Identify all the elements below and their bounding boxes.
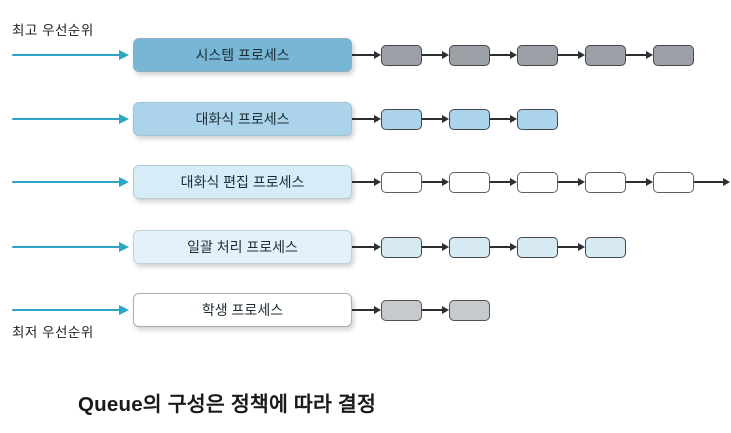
flow-arrow-icon — [490, 242, 517, 252]
queue-label: 시스템 프로세스 — [195, 47, 290, 63]
queue-node — [449, 236, 490, 258]
queue-row: 시스템 프로세스 — [0, 38, 731, 72]
queue-chain — [352, 38, 694, 72]
queue-label-box: 대화식 프로세스 — [133, 102, 352, 136]
queue-node — [653, 44, 694, 66]
flow-arrow-icon — [352, 50, 381, 60]
queue-node — [585, 171, 626, 193]
flow-arrow-icon — [352, 114, 381, 124]
queue-node — [381, 44, 422, 66]
queue-node — [653, 171, 694, 193]
queue-label-box: 시스템 프로세스 — [133, 38, 352, 72]
queue-chain — [352, 102, 558, 136]
queue-row: 대화식 편집 프로세스 — [0, 165, 731, 199]
flow-arrow-icon — [694, 177, 730, 187]
queue-node — [517, 108, 558, 130]
queue-node — [449, 44, 490, 66]
queue-row: 대화식 프로세스 — [0, 102, 731, 136]
queue-chain — [352, 230, 626, 264]
queue-node — [585, 44, 626, 66]
queue-node — [381, 236, 422, 258]
flow-arrow-icon — [558, 177, 585, 187]
flow-arrow-icon — [422, 177, 449, 187]
queue-node — [381, 299, 422, 321]
flow-arrow-icon — [352, 242, 381, 252]
queue-label: 대화식 프로세스 — [195, 111, 290, 127]
flow-arrow-icon — [558, 242, 585, 252]
flow-arrow-icon — [352, 305, 381, 315]
queue-chain — [352, 165, 730, 199]
priority-arrow-icon — [12, 49, 129, 61]
priority-arrow-icon — [12, 304, 129, 316]
queue-label-box: 일괄 처리 프로세스 — [133, 230, 352, 264]
queue-node — [585, 236, 626, 258]
flow-arrow-icon — [352, 177, 381, 187]
queue-label: 학생 프로세스 — [201, 302, 284, 318]
highest-priority-label: 최고 우선순위 — [12, 23, 94, 38]
queue-node — [381, 108, 422, 130]
queue-node — [381, 171, 422, 193]
priority-arrow-icon — [12, 176, 129, 188]
queue-label: 대화식 편집 프로세스 — [180, 174, 305, 190]
queue-row: 학생 프로세스 — [0, 293, 731, 327]
queue-label-box: 학생 프로세스 — [133, 293, 352, 327]
flow-arrow-icon — [422, 50, 449, 60]
flow-arrow-icon — [490, 114, 517, 124]
queue-node — [449, 171, 490, 193]
queue-node — [517, 236, 558, 258]
flow-arrow-icon — [558, 50, 585, 60]
queue-node — [449, 299, 490, 321]
caption: Queue의 구성은 정책에 따라 결정 — [78, 393, 377, 416]
queue-label-box: 대화식 편집 프로세스 — [133, 165, 352, 199]
queue-node — [517, 171, 558, 193]
priority-arrow-icon — [12, 113, 129, 125]
priority-arrow-icon — [12, 241, 129, 253]
flow-arrow-icon — [626, 177, 653, 187]
queue-row: 일괄 처리 프로세스 — [0, 230, 731, 264]
queue-chain — [352, 293, 490, 327]
flow-arrow-icon — [490, 177, 517, 187]
flow-arrow-icon — [422, 114, 449, 124]
queue-node — [449, 108, 490, 130]
flow-arrow-icon — [626, 50, 653, 60]
lowest-priority-label: 최저 우선순위 — [12, 325, 94, 340]
queue-label: 일괄 처리 프로세스 — [187, 239, 298, 255]
flow-arrow-icon — [490, 50, 517, 60]
queue-node — [517, 44, 558, 66]
flow-arrow-icon — [422, 305, 449, 315]
flow-arrow-icon — [422, 242, 449, 252]
